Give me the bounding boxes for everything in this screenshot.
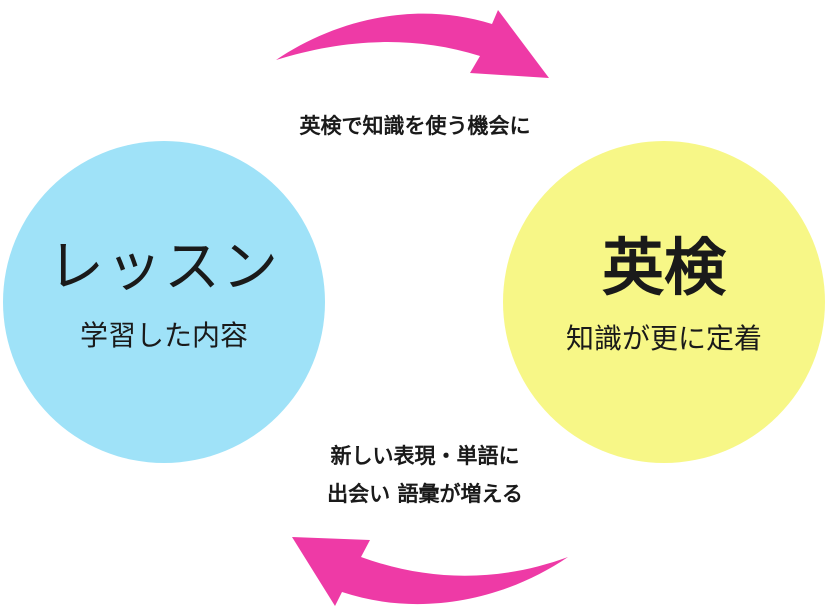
bottom-caption: 新しい表現・単語に 出会い 語彙が増える xyxy=(230,437,620,513)
lesson-title: レッスン xyxy=(48,235,280,300)
lesson-subtitle: 学習した内容 xyxy=(79,319,248,352)
eiken-subtitle: 知識が更に定着 xyxy=(565,322,762,355)
lesson-circle: レッスン 学習した内容 xyxy=(3,141,325,463)
eiken-title: 英検 xyxy=(601,231,726,304)
top-caption: 英検で知識を使う機会に xyxy=(299,114,531,138)
bottom-caption-line1: 新しい表現・単語に xyxy=(330,444,520,468)
bottom-arrow xyxy=(292,537,568,606)
eiken-circle: 英検 知識が更に定着 xyxy=(503,141,825,463)
bottom-caption-line2: 出会い 語彙が増える xyxy=(327,482,523,506)
top-arrow xyxy=(276,10,549,78)
